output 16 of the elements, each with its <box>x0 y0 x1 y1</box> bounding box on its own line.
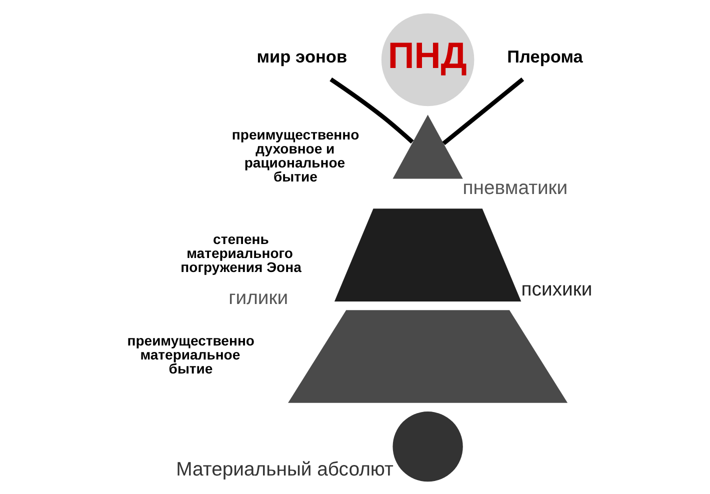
node-circle <box>392 411 462 482</box>
label: преимущественно материальное бытие <box>126 332 254 376</box>
label: степень материального погружения Эона <box>180 230 301 275</box>
node-triangle <box>392 114 462 178</box>
node-label: Материальный абсолют <box>176 458 393 480</box>
node-label: пневматики <box>462 176 568 198</box>
node-label: гилики <box>228 286 288 309</box>
node-label: психики <box>520 278 592 300</box>
node-trapezoid <box>334 208 521 301</box>
connector <box>329 77 414 144</box>
node-text: мир эонов <box>256 46 347 66</box>
node-text: Плерома <box>506 46 582 66</box>
node-circle: ПНД <box>380 12 474 106</box>
label: преимущественно духовное и рациональное бытие <box>231 126 359 184</box>
node-trapezoid <box>288 310 568 402</box>
connector <box>442 77 524 145</box>
